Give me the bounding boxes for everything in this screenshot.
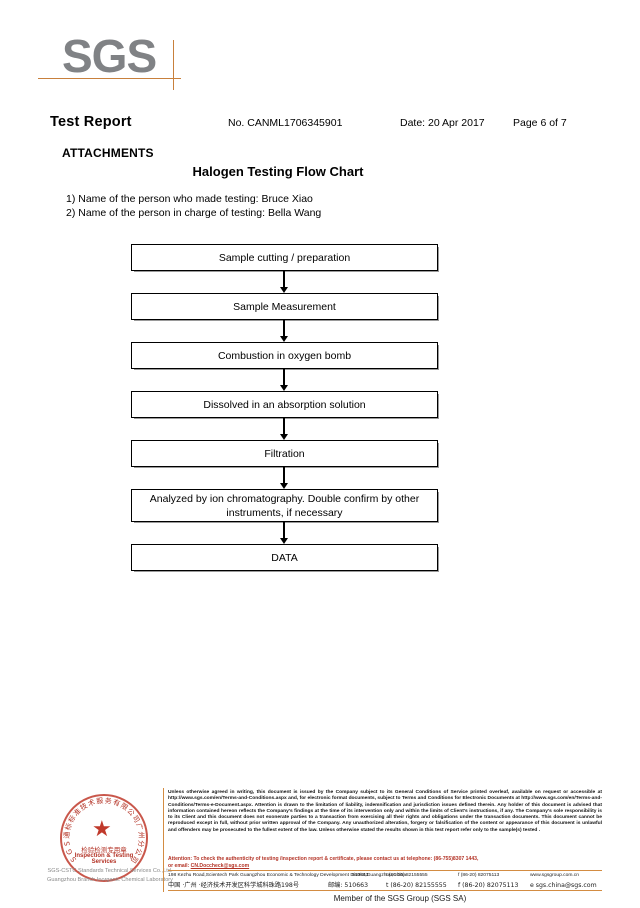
doccheck-email-link[interactable]: CN.Doccheck@sgs.com bbox=[190, 862, 250, 869]
star-icon: ★ bbox=[92, 816, 112, 841]
address-line-english: 198 Kezhu Road,Scientech Park Guangzhou … bbox=[168, 872, 602, 880]
report-date: Date: 20 Apr 2017 bbox=[400, 117, 485, 129]
flow-step-label: Dissolved in an absorption solution bbox=[203, 398, 366, 411]
legal-disclaimer-text: Unless otherwise agreed in writing, this… bbox=[168, 790, 602, 833]
note-person-made-testing: 1) Name of the person who made testing: … bbox=[66, 193, 313, 205]
flow-step-box: Filtration bbox=[131, 440, 438, 467]
flow-step-label: DATA bbox=[271, 551, 298, 564]
footer-divider-bottom bbox=[168, 890, 602, 891]
flowchart-title: Halogen Testing Flow Chart bbox=[192, 164, 364, 179]
address-en-postcode: 510663 bbox=[352, 873, 369, 878]
address-cn-street: 中国 ·广州 ·经济技术开发区科学城科珠路198号 bbox=[168, 882, 300, 889]
report-number: No. CANML1706345901 bbox=[228, 117, 343, 129]
address-cn-tel: t (86-20) 82155555 bbox=[386, 882, 447, 889]
seal-ring-char: 广 bbox=[134, 822, 145, 832]
authenticity-notice-line1: Attention: To check the authenticity of … bbox=[168, 856, 479, 862]
flow-step-label: Filtration bbox=[264, 447, 305, 460]
seal-ring-char: 服 bbox=[95, 796, 104, 806]
flow-arrow bbox=[131, 522, 438, 544]
authenticity-notice-prefix: or email: bbox=[168, 862, 191, 869]
flow-step-box: Analyzed by ion chromatography. Double c… bbox=[131, 489, 438, 522]
attachments-heading: ATTACHMENTS bbox=[62, 146, 154, 160]
seal-center-chinese: 检验检测专用章 bbox=[81, 846, 127, 854]
flow-step-box: Combustion in oxygen bomb bbox=[131, 342, 438, 369]
seal-center-english: Inspection & Testing Services bbox=[74, 853, 134, 865]
footer-vertical-divider bbox=[163, 788, 164, 892]
flow-step-box: Sample Measurement bbox=[131, 293, 438, 320]
logo-horizontal-rule bbox=[38, 78, 181, 79]
flow-step-box: DATA bbox=[131, 544, 438, 571]
seal-ring-char: 通 bbox=[62, 831, 72, 839]
address-cn-postcode: 邮编: 510663 bbox=[328, 882, 369, 889]
authenticity-notice: Attention: To check the authenticity of … bbox=[168, 856, 602, 869]
seal-ring-char: S bbox=[63, 840, 72, 847]
seal-subtitle-company: SGS-CSTC Standards Technical Services Co… bbox=[47, 868, 173, 874]
page-title: Test Report bbox=[50, 114, 132, 130]
note-person-in-charge: 2) Name of the person in charge of testi… bbox=[66, 207, 322, 219]
address-en-tel: t (86-20) 82155555 bbox=[386, 873, 428, 878]
flow-arrow bbox=[131, 320, 438, 342]
flow-step-label: Analyzed by ion chromatography. Double c… bbox=[149, 492, 420, 519]
footer-divider-top bbox=[168, 870, 602, 871]
seal-subtitle-branch: Guangzhou Branch Inorganic Chemical Labo… bbox=[47, 877, 173, 883]
address-en-web[interactable]: www.sgsgroup.com.cn bbox=[530, 873, 579, 878]
seal-outer-circle bbox=[60, 794, 148, 882]
flow-step-box: Sample cutting / preparation bbox=[131, 244, 438, 271]
flow-arrow bbox=[131, 418, 438, 440]
flow-step-box: Dissolved in an absorption solution bbox=[131, 391, 438, 418]
flow-arrow bbox=[131, 271, 438, 293]
flow-step-label: Sample Measurement bbox=[233, 300, 336, 313]
flow-step-label: Combustion in oxygen bomb bbox=[217, 349, 352, 362]
sgs-group-membership: Member of the SGS Group (SGS SA) bbox=[333, 894, 467, 903]
address-cn-email[interactable]: e sgs.china@sgs.com bbox=[530, 882, 597, 889]
address-cn-fax: f (86-20) 82075113 bbox=[458, 882, 519, 889]
flow-arrow bbox=[131, 467, 438, 489]
sgs-logo-text: SGS bbox=[62, 30, 157, 82]
page-number: Page 6 of 7 bbox=[513, 117, 567, 129]
flow-arrow bbox=[131, 369, 438, 391]
address-line-chinese: 中国 ·广州 ·经济技术开发区科学城科珠路198号 邮编: 510663 t (86… bbox=[168, 881, 602, 890]
address-en-street: 198 Kezhu Road,Scientech Park Guangzhou … bbox=[168, 873, 407, 878]
seal-ring-char: 州 bbox=[136, 831, 146, 839]
logo-vertical-rule bbox=[173, 40, 174, 90]
testing-personnel-notes: 1) Name of the person who made testing: … bbox=[66, 192, 321, 220]
sgs-logo: SGS bbox=[38, 30, 218, 92]
report-header: Test Report No. CANML1706345901 Date: 20… bbox=[0, 114, 640, 134]
address-en-fax: f (86-20) 82075113 bbox=[458, 873, 500, 878]
flow-step-label: Sample cutting / preparation bbox=[218, 251, 351, 264]
